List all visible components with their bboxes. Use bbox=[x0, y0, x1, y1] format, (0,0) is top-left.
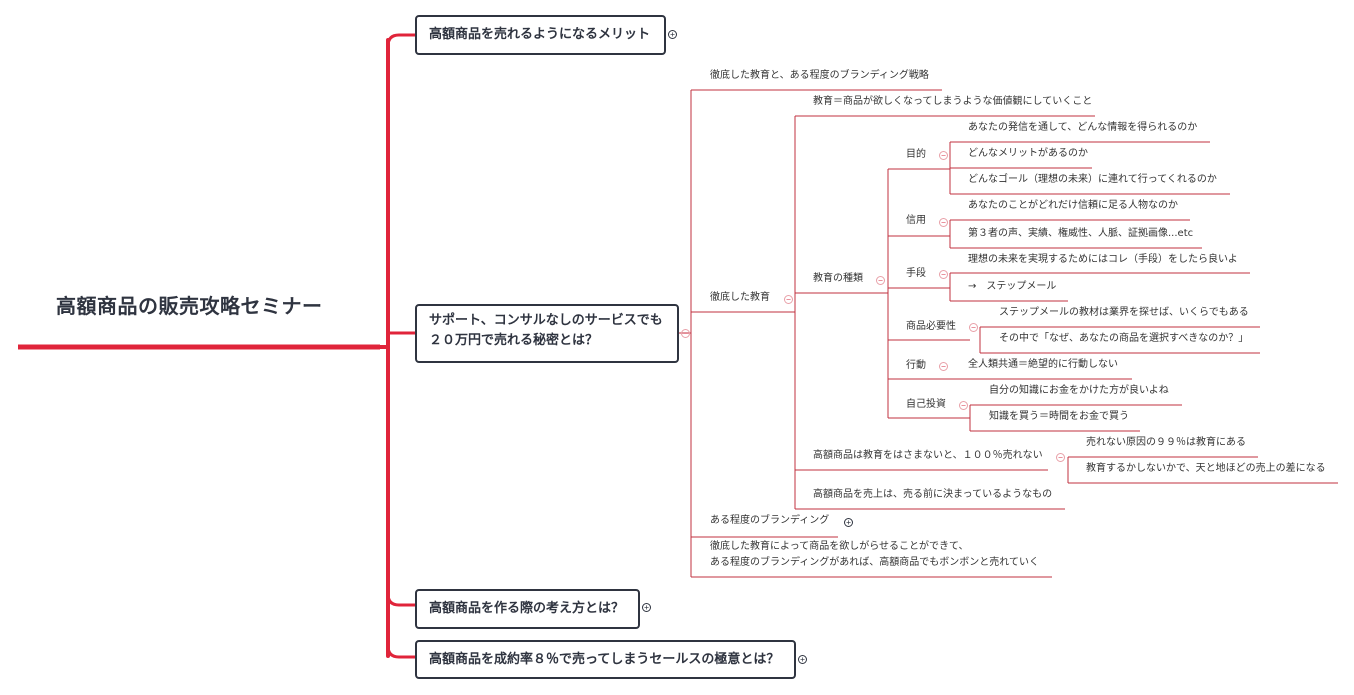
branch-connector-3 bbox=[386, 593, 416, 607]
topic-self-investment[interactable]: 自己投資 bbox=[906, 399, 946, 410]
collapse-toggle-necessity[interactable]: − bbox=[969, 323, 978, 332]
branch-sales[interactable]: 高額商品を成約率８％で売ってしまうセールスの極意とは？ bbox=[415, 640, 796, 679]
topic-purpose-goal[interactable]: どんなゴール（理想の未来）に連れて行ってくれるのか bbox=[968, 174, 1217, 185]
collapse-toggle-must-educate[interactable]: − bbox=[1056, 453, 1065, 462]
topic-purpose[interactable]: 目的 bbox=[906, 149, 926, 160]
topic-means[interactable]: 手段 bbox=[906, 268, 926, 279]
branch-sales-label: 高額商品を成約率８％で売ってしまうセールスの極意とは？ bbox=[429, 652, 780, 667]
root-topic[interactable]: 高額商品の販売攻略セミナー bbox=[56, 294, 323, 318]
topic-action-all-humans[interactable]: 全人類共通＝絶望的に行動しない bbox=[968, 359, 1118, 370]
topic-invest-knowledge[interactable]: 自分の知識にお金をかけた方が良いよね bbox=[989, 385, 1169, 396]
topic-necessity-why[interactable]: その中で「なぜ、あなたの商品を選択すべきなのか？」 bbox=[999, 333, 1249, 344]
branch-secret[interactable]: サポート、コンサルなしのサービスでも ２０万円で売れる秘密とは？ bbox=[415, 304, 679, 363]
branch-connector-1 bbox=[386, 33, 416, 47]
expand-toggle-branding[interactable]: + bbox=[844, 518, 853, 527]
collapse-toggle-secret[interactable]: − bbox=[681, 329, 690, 338]
topic-strategy[interactable]: 徹底した教育と、ある程度のブランディング戦略 bbox=[710, 70, 929, 81]
topic-purpose-merit[interactable]: どんなメリットがあるのか bbox=[968, 148, 1088, 159]
topic-means-ideal[interactable]: 理想の未来を実現するためにはコレ（手段）をしたら良いよ bbox=[968, 254, 1238, 265]
topic-cause-education[interactable]: 売れない原因の９９％は教育にある bbox=[1086, 437, 1246, 448]
branch-product-design[interactable]: 高額商品を作る際の考え方とは？ bbox=[415, 589, 640, 629]
topic-purpose-info[interactable]: あなたの発信を通して、どんな情報を得られるのか bbox=[968, 122, 1198, 133]
collapse-toggle-self-investment[interactable]: − bbox=[959, 401, 968, 410]
topic-means-step-mail[interactable]: → ステップメール bbox=[968, 281, 1057, 292]
topic-thorough-education[interactable]: 徹底した教育 bbox=[710, 292, 770, 303]
topic-invest-time[interactable]: 知識を買う＝時間をお金で買う bbox=[989, 411, 1129, 422]
topic-necessity[interactable]: 商品必要性 bbox=[906, 321, 956, 332]
topic-summary-line-1[interactable]: 徹底した教育によって商品を欲しがらせることができて、 bbox=[710, 541, 969, 552]
collapse-toggle-purpose[interactable]: − bbox=[939, 151, 948, 160]
topic-trust[interactable]: 信用 bbox=[906, 215, 926, 226]
branch-secret-line-2: ２０万円で売れる秘密とは？ bbox=[429, 333, 599, 348]
branch-merits[interactable]: 高額商品を売れるようになるメリット bbox=[415, 15, 666, 55]
topic-sales-gap[interactable]: 教育するかしないかで、天と地ほどの売上の差になる bbox=[1086, 463, 1326, 474]
collapse-toggle-education[interactable]: − bbox=[784, 295, 793, 304]
branch-connector-4 bbox=[386, 645, 416, 659]
expand-toggle-merits[interactable]: + bbox=[668, 30, 677, 39]
topic-summary-line-2[interactable]: ある程度のブランディングがあれば、高額商品でもボンボンと売れていく bbox=[710, 557, 1039, 568]
topic-necessity-materials[interactable]: ステップメールの教材は業界を探せば、いくらでもある bbox=[999, 307, 1249, 318]
topic-education-types[interactable]: 教育の種類 bbox=[813, 273, 863, 284]
branch-secret-line-1: サポート、コンサルなしのサービスでも bbox=[429, 313, 663, 328]
topic-education-definition[interactable]: 教育＝商品が欲しくなってしまうような価値観にしていくこと bbox=[813, 96, 1093, 107]
topic-decided-before-sale[interactable]: 高額商品を売上は、売る前に決まっているようなもの bbox=[813, 489, 1053, 500]
collapse-toggle-action[interactable]: − bbox=[939, 362, 948, 371]
collapse-toggle-means[interactable]: − bbox=[939, 270, 948, 279]
topic-action[interactable]: 行動 bbox=[906, 360, 926, 371]
branch-product-design-label: 高額商品を作る際の考え方とは？ bbox=[429, 601, 625, 616]
branch-merits-label: 高額商品を売れるようになるメリット bbox=[429, 27, 651, 42]
trunk-connector bbox=[378, 38, 390, 658]
topic-trust-person[interactable]: あなたのことがどれだけ信頼に足る人物なのか bbox=[968, 200, 1178, 211]
collapse-toggle-trust[interactable]: − bbox=[939, 218, 948, 227]
expand-toggle-sales[interactable]: + bbox=[798, 655, 807, 664]
topic-must-educate[interactable]: 高額商品は教育をはさまないと、１００％売れない bbox=[813, 450, 1043, 461]
expand-toggle-product-design[interactable]: + bbox=[642, 603, 651, 612]
topic-branding[interactable]: ある程度のブランディング bbox=[710, 515, 830, 526]
topic-trust-evidence[interactable]: 第３者の声、実績、権威性、人脈、証拠画像...etc bbox=[968, 228, 1194, 239]
collapse-toggle-education-types[interactable]: − bbox=[876, 276, 885, 285]
